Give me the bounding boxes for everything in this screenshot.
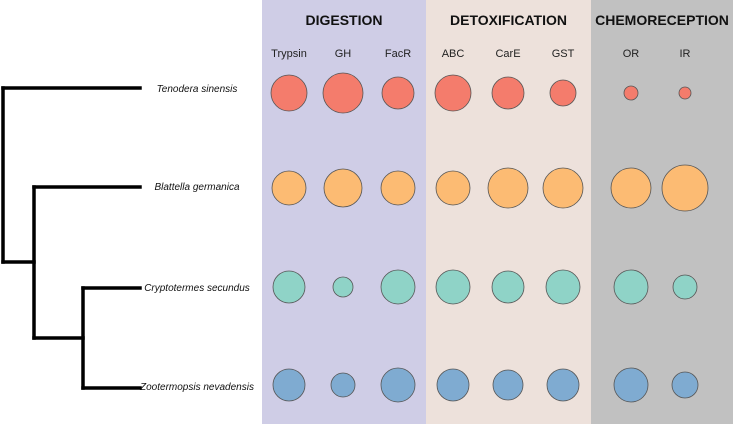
bubble <box>381 76 415 110</box>
bubble <box>613 269 649 305</box>
column-label: Trypsin <box>271 48 307 60</box>
bubble <box>672 274 698 300</box>
bubble <box>380 170 416 206</box>
bubble <box>435 269 471 305</box>
species-label: Blattella germanica <box>154 182 239 193</box>
bubble <box>491 270 525 304</box>
bubble <box>610 167 652 209</box>
column-label: FacR <box>385 48 411 60</box>
group-title: DIGESTION <box>305 12 382 28</box>
panel-detoxification <box>426 0 591 424</box>
bubble <box>271 170 307 206</box>
bubble <box>322 72 364 114</box>
group-title: DETOXIFICATION <box>450 12 567 28</box>
species-label: Tenodera sinensis <box>157 84 238 95</box>
bubble <box>549 79 577 107</box>
bubble <box>671 371 699 399</box>
bubble <box>380 367 416 403</box>
bubble <box>270 74 308 112</box>
bubble <box>332 276 354 298</box>
panel-digestion <box>262 0 426 424</box>
bubble <box>487 167 529 209</box>
column-label: CarE <box>495 48 520 60</box>
bubble <box>661 164 709 212</box>
column-label: IR <box>680 48 691 60</box>
bubble <box>492 369 524 401</box>
bubble <box>434 74 472 112</box>
bubble <box>491 76 525 110</box>
species-label: Cryptotermes secundus <box>144 283 250 294</box>
bubble <box>323 168 363 208</box>
bubble <box>542 167 584 209</box>
group-title: CHEMORECEPTION <box>595 12 729 28</box>
column-label: GH <box>335 48 352 60</box>
bubble <box>330 372 356 398</box>
bubble <box>435 170 471 206</box>
bubble <box>436 368 470 402</box>
bubble <box>545 269 581 305</box>
phylogenetic-tree <box>1 86 142 390</box>
bubbles <box>270 72 709 403</box>
bubble <box>380 269 416 305</box>
column-label: OR <box>623 48 640 60</box>
bubble <box>623 85 639 101</box>
group-panels: DIGESTION Trypsin GH FacR DETOXIFICATION ABC C… <box>262 0 733 424</box>
bubble <box>272 368 306 402</box>
column-label: ABC <box>442 48 465 60</box>
bubble <box>613 367 649 403</box>
bubble <box>272 270 306 304</box>
species-label: Zootermopsis nevadensis <box>139 382 254 393</box>
bubble <box>546 368 580 402</box>
column-label: GST <box>552 48 575 60</box>
bubble <box>678 86 692 100</box>
panel-chemoreception <box>591 0 733 424</box>
